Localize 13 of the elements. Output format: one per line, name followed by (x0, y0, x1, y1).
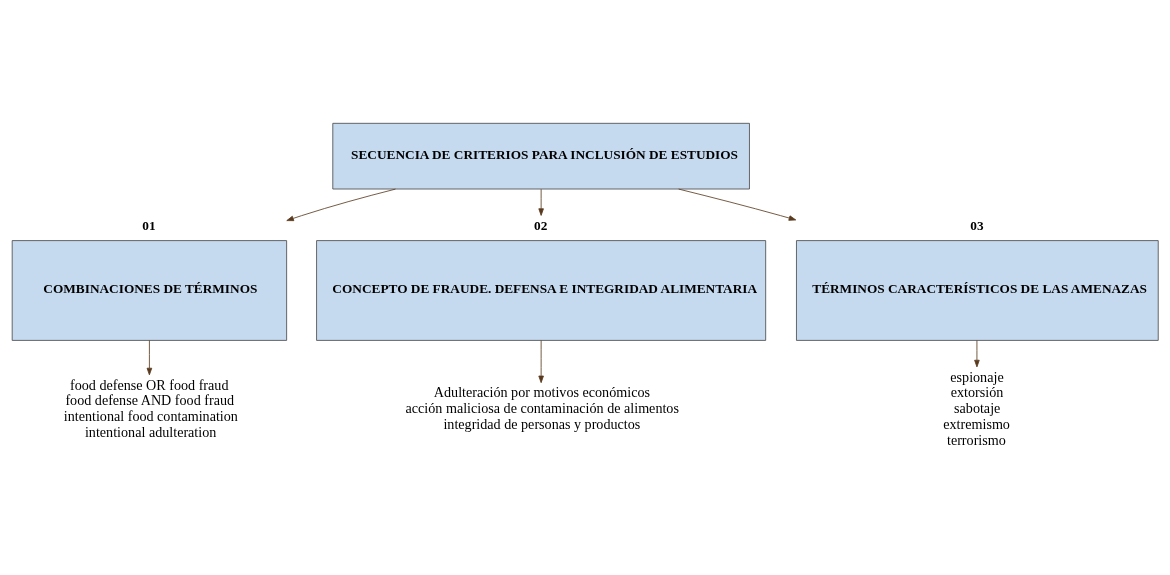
node-label: 03 (970, 217, 984, 233)
arrow (538, 188, 544, 216)
node-label: 01 (142, 217, 156, 233)
arrow (974, 339, 980, 367)
arrow (678, 188, 797, 221)
arrow (538, 339, 544, 383)
node-text: espionaje extorsión sabotaje extremismo terrorismo (943, 368, 1010, 448)
node-box: SECUENCIA DE CRITERIOS PARA INCLUSIÓN DE ESTUDIOS (332, 122, 750, 189)
node-label: 02 (534, 217, 548, 233)
arrow (286, 188, 396, 221)
node-text: food defense OR food fraud food defense AND food fraud intentional food contamination intentional adulteration (63, 376, 238, 440)
arrow (146, 339, 153, 375)
node-text: Adulteración por motivos económicos acción maliciosa de contaminación de alimentos integridad de personas y productos (405, 383, 679, 432)
